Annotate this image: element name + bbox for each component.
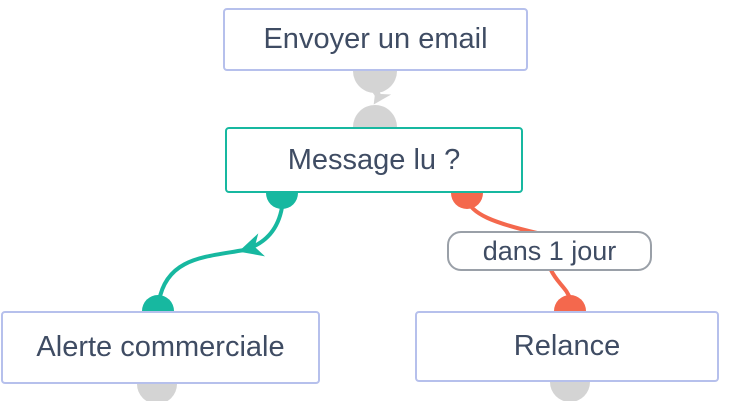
node-commercial-alert[interactable]: Alerte commerciale: [1, 311, 320, 384]
edge-sendemail-to-messageread: [372, 84, 392, 105]
node-send-email[interactable]: Envoyer un email: [223, 8, 528, 71]
node-followup[interactable]: Relance: [415, 311, 719, 382]
node-message-read-label: Message lu ?: [287, 143, 461, 176]
edge-messageread-to-alert-lower: [157, 248, 246, 303]
edge-messageread-to-followup-lower: [549, 268, 572, 301]
edge-delay-label-text: dans 1 jour: [482, 235, 617, 266]
edge-delay-label[interactable]: dans 1 jour: [447, 231, 652, 271]
node-message-read[interactable]: Message lu ?: [225, 127, 523, 193]
node-send-email-label: Envoyer un email: [263, 23, 488, 55]
node-followup-label: Relance: [513, 330, 621, 362]
node-commercial-alert-label: Alerte commerciale: [36, 331, 285, 363]
